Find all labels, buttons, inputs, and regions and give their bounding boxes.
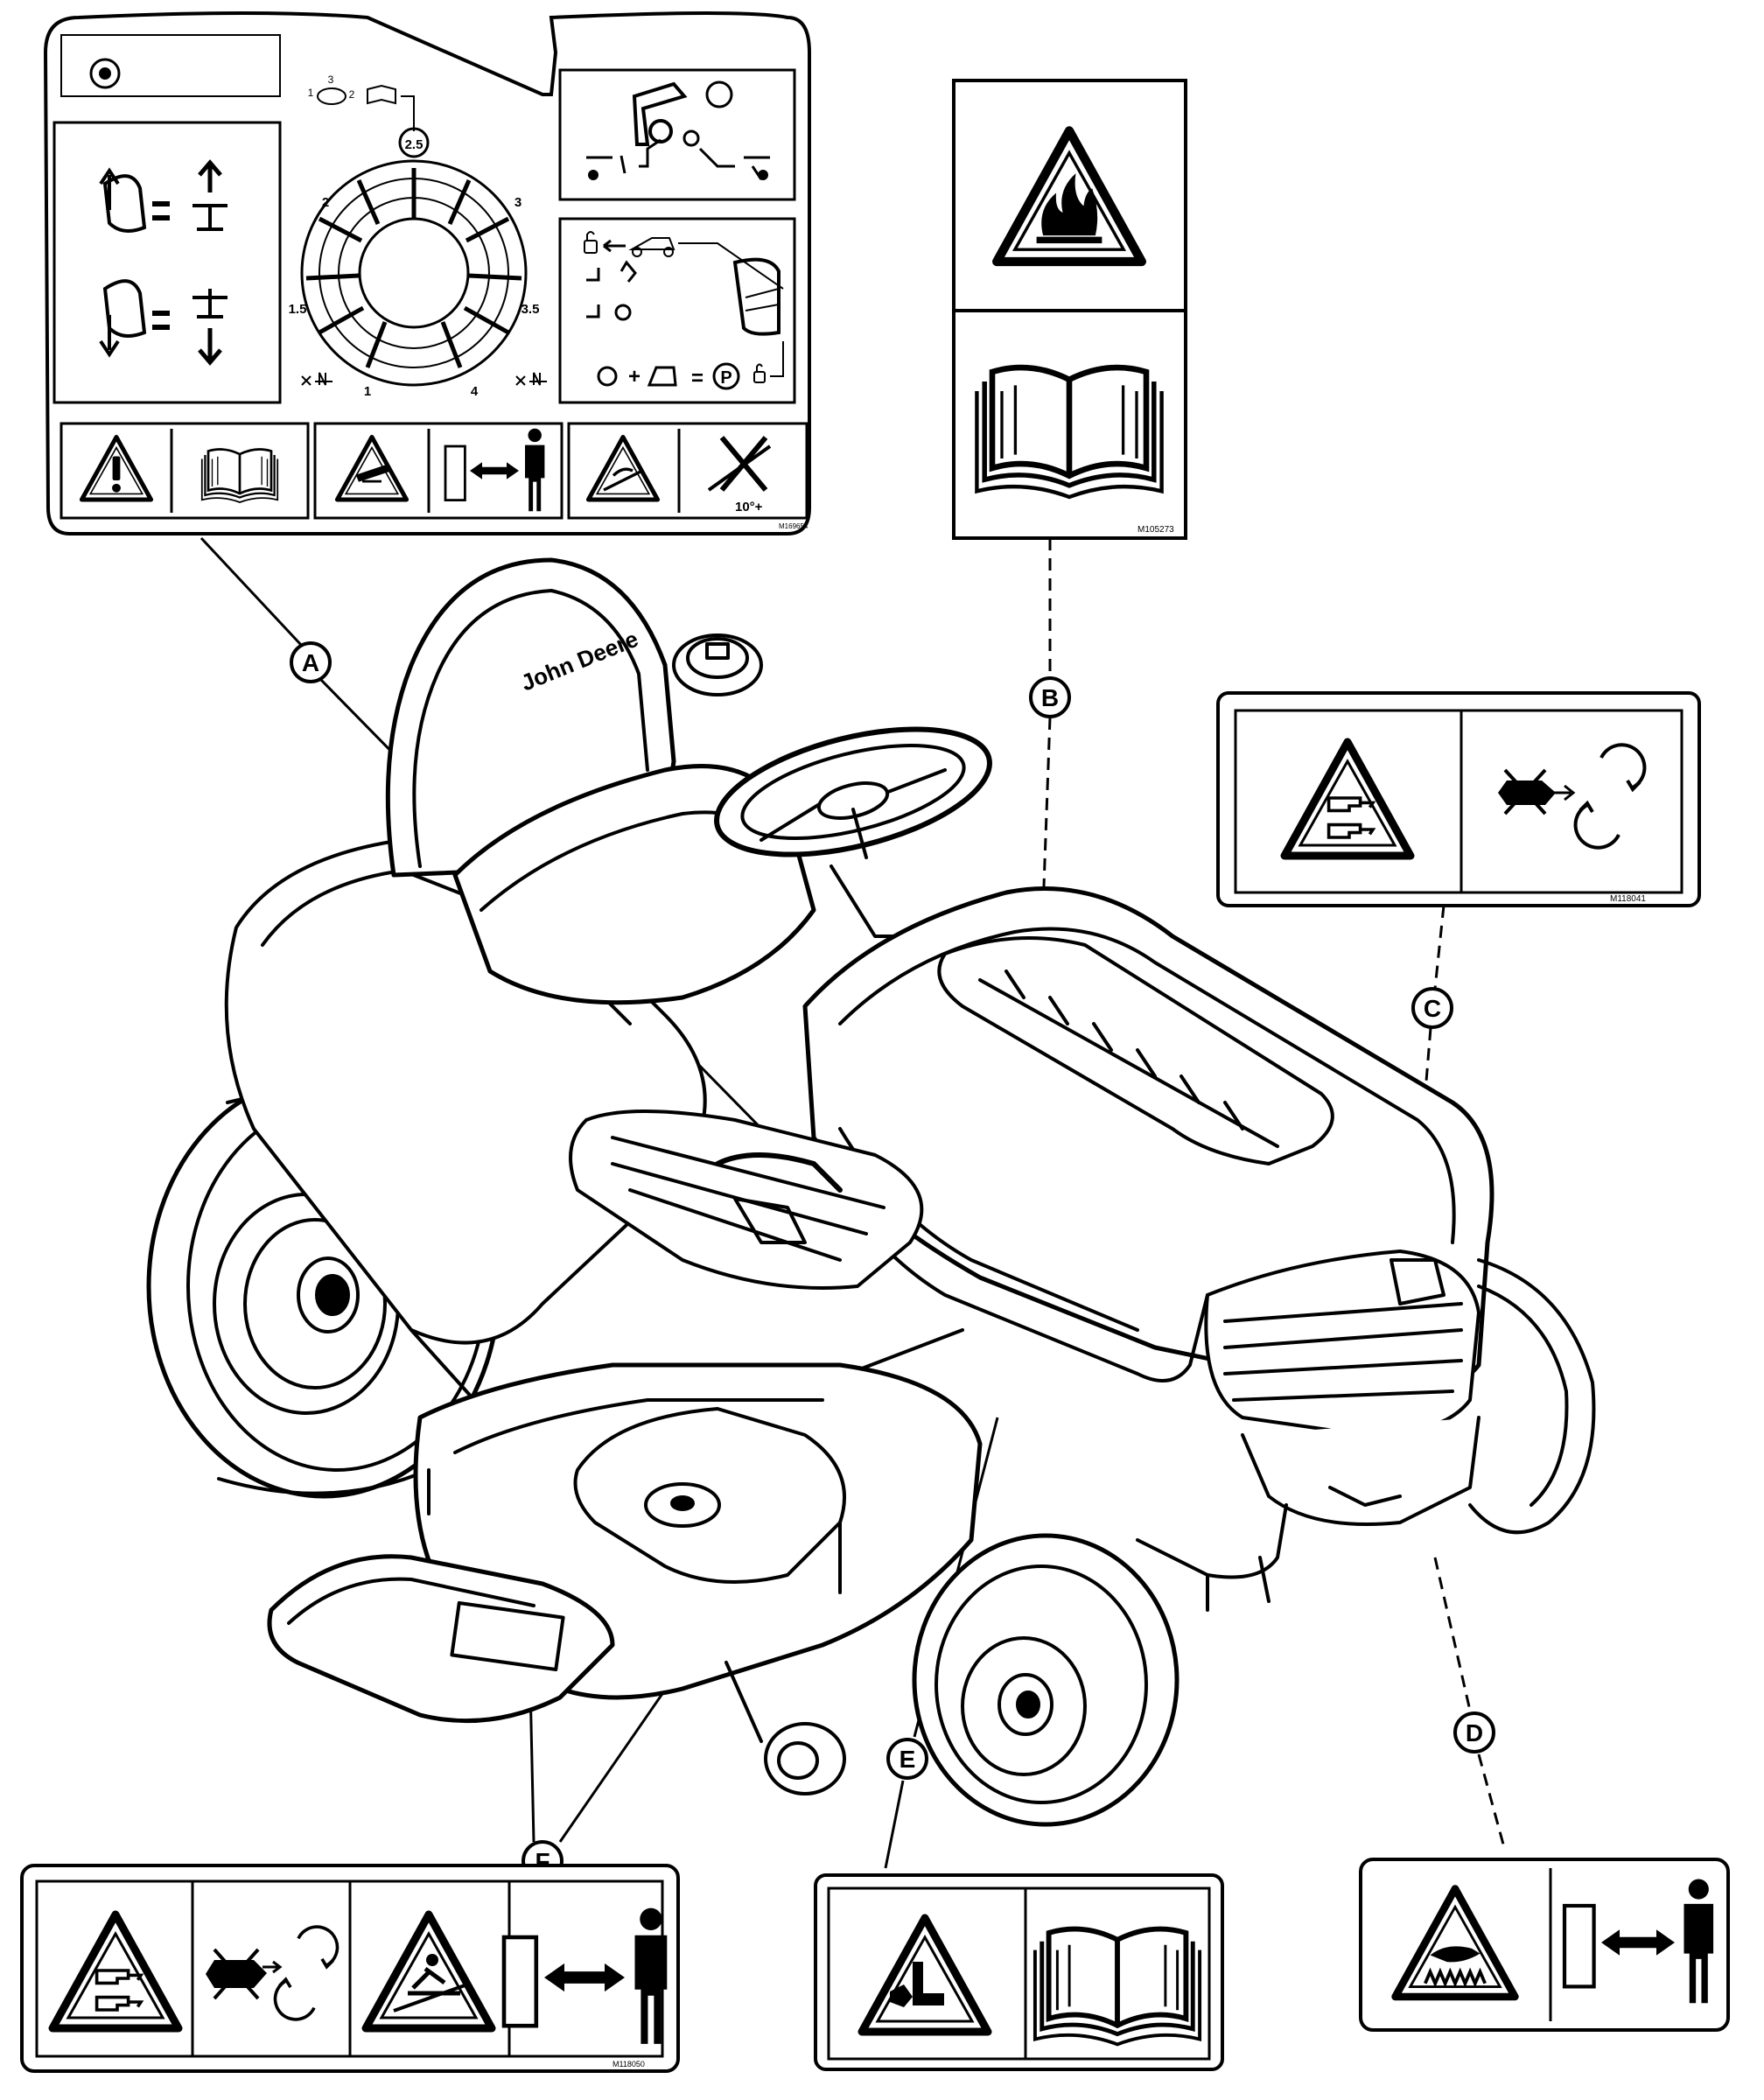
callout-e: E bbox=[886, 1738, 928, 1780]
leader-d-tractor bbox=[1433, 1557, 1472, 1712]
rotating-blade-icon bbox=[1498, 743, 1647, 850]
mower-deck bbox=[267, 1362, 983, 1796]
hot-surface-hazard-icon bbox=[1396, 1889, 1516, 1998]
svg-text:2.5: 2.5 bbox=[405, 137, 424, 152]
svg-text:B: B bbox=[1041, 684, 1059, 711]
lift-lever-icon bbox=[99, 159, 228, 233]
callout-b: B bbox=[1029, 676, 1071, 718]
no-steep-slope-icon: 10°+ bbox=[707, 436, 772, 514]
slope-hazard-icon bbox=[366, 1914, 492, 2028]
svg-text:1.5: 1.5 bbox=[289, 302, 307, 317]
decal-f: M118050 bbox=[20, 1864, 680, 2073]
cut-height-dial: 2.5 2 3 1.5 3.5 1 4 1 3 2 bbox=[289, 74, 547, 399]
decal-a: 2.5 2 3 1.5 3.5 1 4 1 3 2 bbox=[43, 11, 811, 536]
svg-text:D: D bbox=[1466, 1719, 1483, 1746]
decal-c: M118041 bbox=[1216, 691, 1701, 907]
decal-b: M105273 bbox=[952, 79, 1187, 540]
park-brake-panel: + = P bbox=[558, 217, 796, 404]
svg-text:M169654: M169654 bbox=[779, 522, 808, 530]
svg-text:+: + bbox=[628, 365, 640, 388]
svg-text:=: = bbox=[691, 367, 704, 390]
front-wheel-near bbox=[912, 1533, 1180, 1827]
fuel-cap bbox=[672, 634, 763, 696]
svg-text:C: C bbox=[1424, 995, 1441, 1022]
svg-text:3: 3 bbox=[514, 195, 522, 210]
operator-manual-icon bbox=[976, 368, 1161, 497]
leader-c-decal bbox=[1433, 905, 1446, 990]
front-wheel-far bbox=[1468, 1258, 1596, 1535]
decal-a-safety-row: 10°+ bbox=[60, 422, 808, 520]
operator-manual-icon bbox=[200, 448, 279, 504]
svg-text:P: P bbox=[720, 368, 732, 388]
leader-e-decal bbox=[884, 1780, 905, 1869]
svg-text:1: 1 bbox=[364, 384, 371, 399]
steering-wheel bbox=[714, 726, 992, 938]
warning-exclamation-icon bbox=[81, 438, 150, 500]
lift-lever-panel bbox=[52, 121, 282, 404]
throttle-panel bbox=[558, 68, 796, 201]
svg-text:M118050: M118050 bbox=[612, 2060, 645, 2068]
crush-hazard-icon bbox=[337, 438, 406, 500]
svg-text:4: 4 bbox=[471, 384, 479, 399]
svg-text:M105273: M105273 bbox=[1138, 525, 1174, 535]
decal-e bbox=[814, 1873, 1224, 2071]
hood bbox=[802, 886, 1494, 1437]
operator-manual-icon bbox=[1035, 1929, 1200, 2045]
entanglement-icon bbox=[206, 1925, 340, 2021]
decal-d bbox=[1359, 1858, 1730, 2032]
svg-text:1: 1 bbox=[308, 87, 314, 99]
svg-text:2: 2 bbox=[349, 88, 355, 101]
leader-a-decal bbox=[200, 536, 304, 648]
svg-text:M118041: M118041 bbox=[1610, 894, 1646, 904]
svg-text:A: A bbox=[302, 649, 319, 676]
svg-text:2: 2 bbox=[322, 195, 329, 210]
svg-text:E: E bbox=[900, 1746, 916, 1773]
callout-d: D bbox=[1453, 1712, 1495, 1754]
svg-text:10°+: 10°+ bbox=[735, 500, 763, 514]
leader-d-decal bbox=[1477, 1754, 1507, 1852]
svg-text:3: 3 bbox=[328, 74, 334, 86]
lawn-tractor-illustration: John Deere bbox=[146, 557, 1596, 1827]
slope-hazard-icon bbox=[588, 438, 657, 500]
mower-icon bbox=[628, 237, 676, 257]
lower-lever-icon bbox=[99, 279, 228, 366]
svg-text:3.5: 3.5 bbox=[522, 302, 540, 317]
callout-c: C bbox=[1411, 987, 1453, 1029]
lock-icon bbox=[584, 231, 598, 254]
deere-logo-icon bbox=[89, 58, 121, 89]
callout-a: A bbox=[290, 641, 332, 683]
hand-cut-hazard-icon bbox=[862, 1918, 988, 2032]
